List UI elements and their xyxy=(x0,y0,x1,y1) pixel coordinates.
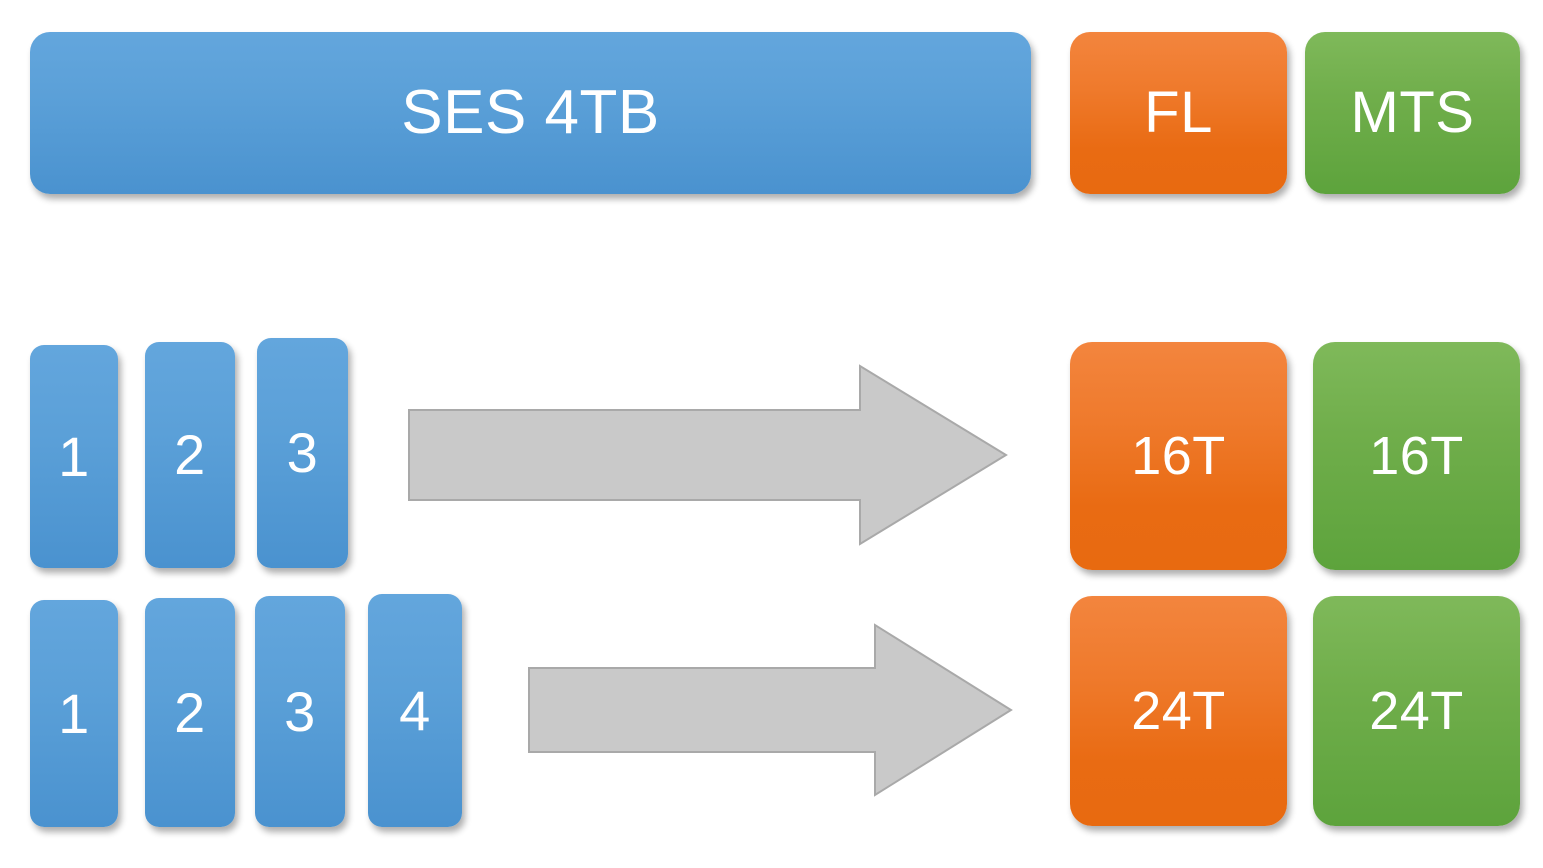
right-arrow-icon-row2 xyxy=(525,620,1015,800)
result-row1-fl: 16T xyxy=(1070,342,1287,570)
header-box-fl: FL xyxy=(1070,32,1287,194)
right-arrow-icon-row1 xyxy=(405,360,1010,550)
chip-row2-3: 3 xyxy=(255,596,345,827)
chip-row2-1: 1 xyxy=(30,600,118,827)
ses-capacity-bar: SES 4TB xyxy=(30,32,1031,194)
chip-row1-2: 2 xyxy=(145,342,235,568)
result-row2-mts: 24T xyxy=(1313,596,1520,826)
chip-row2-2: 2 xyxy=(145,598,235,827)
header-box-mts: MTS xyxy=(1305,32,1520,194)
chip-row1-1: 1 xyxy=(30,345,118,568)
result-row2-fl: 24T xyxy=(1070,596,1287,826)
result-row1-mts: 16T xyxy=(1313,342,1520,570)
chip-row2-4: 4 xyxy=(368,594,462,827)
chip-row1-3: 3 xyxy=(257,338,348,568)
